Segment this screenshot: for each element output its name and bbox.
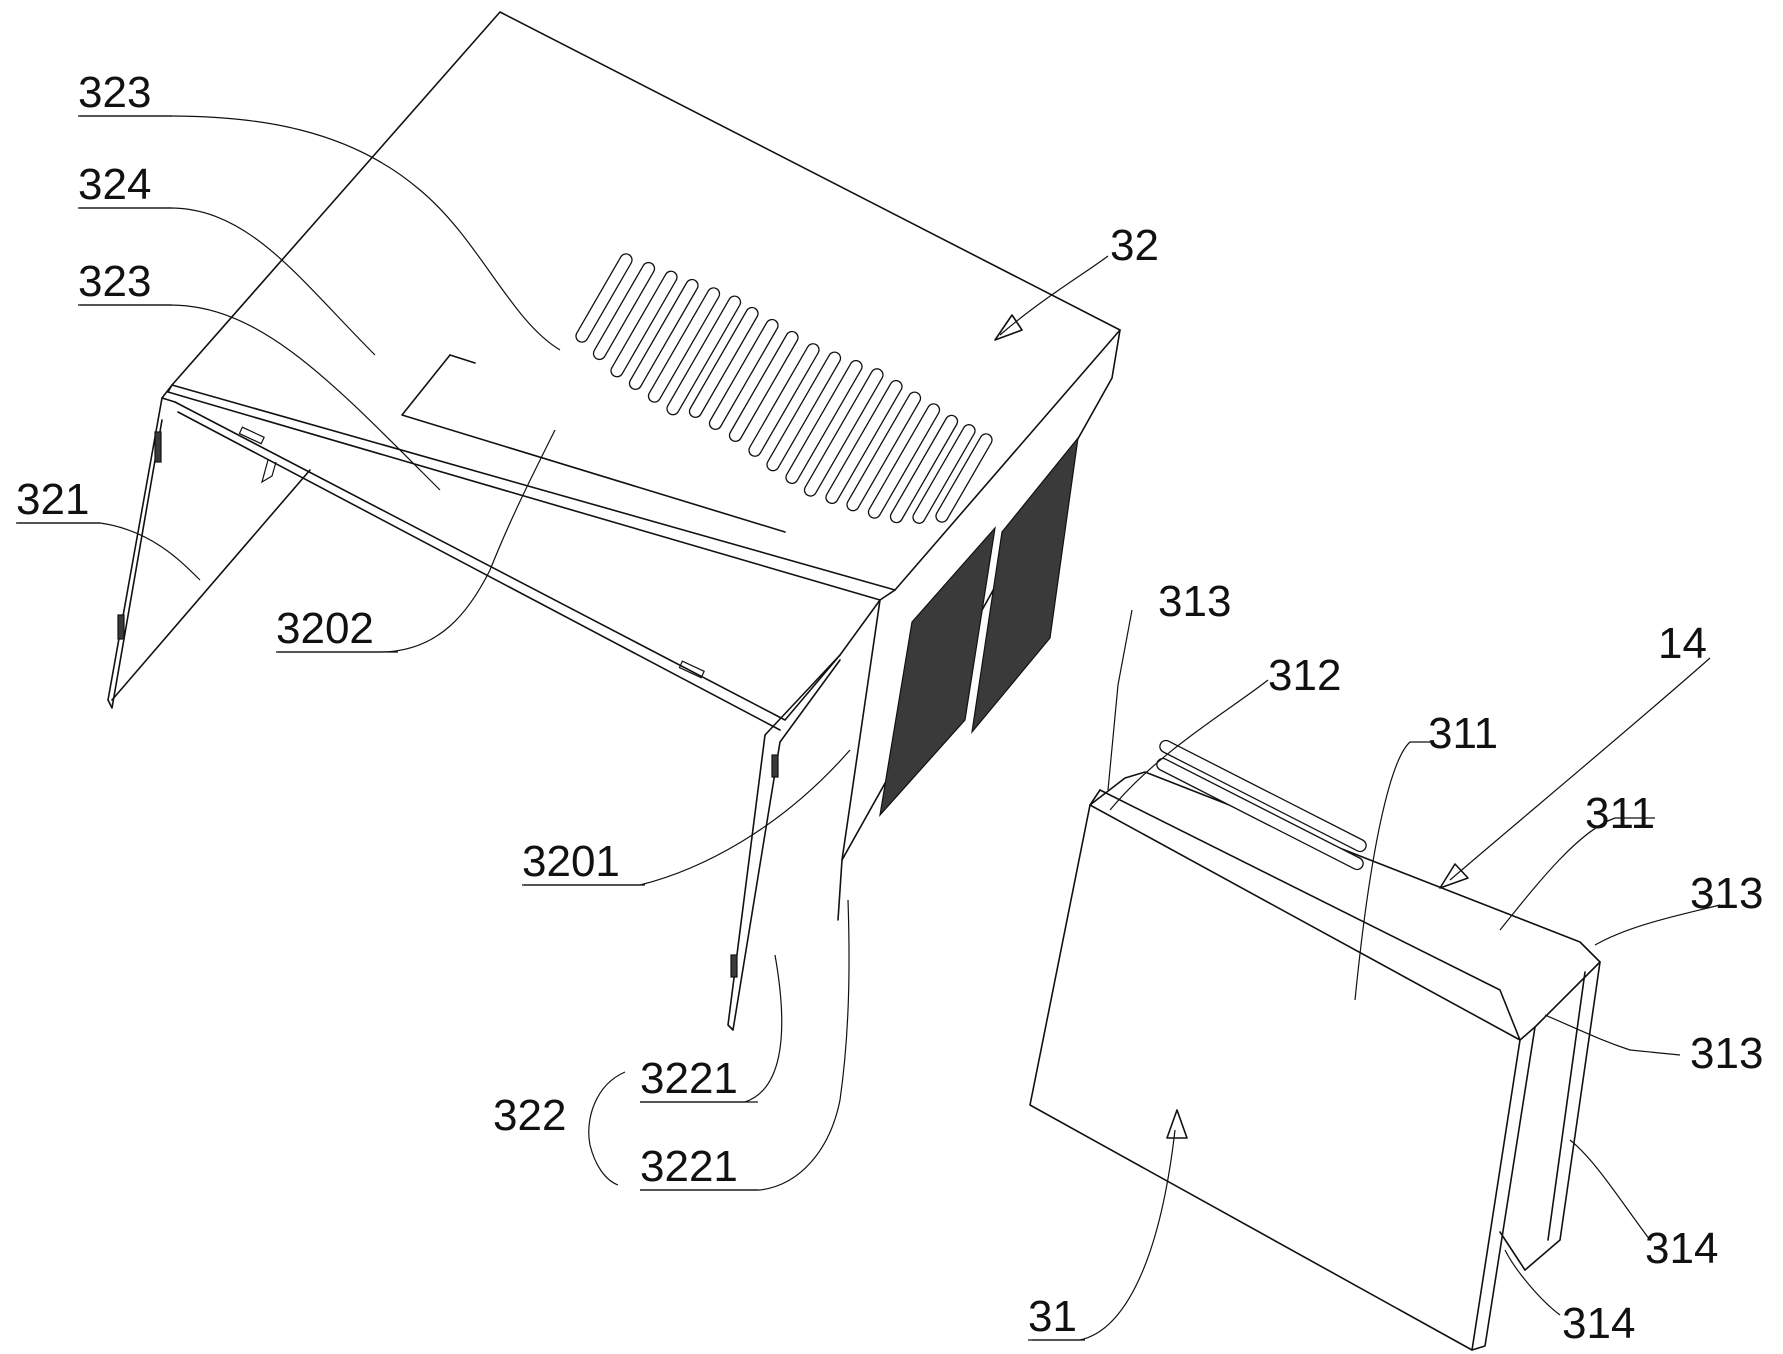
- label-321: 321: [16, 475, 89, 524]
- label-14: 14: [1658, 619, 1707, 668]
- label-32: 32: [1110, 221, 1159, 270]
- label-313-right-top: 313: [1690, 869, 1763, 918]
- label-31: 31: [1028, 1292, 1077, 1341]
- label-324: 324: [78, 160, 151, 209]
- label-3202: 3202: [276, 604, 374, 653]
- label-3221-upper: 3221: [640, 1054, 738, 1103]
- cover-31: [1029, 739, 1601, 1351]
- label-323-top: 323: [78, 68, 151, 117]
- label-311-right: 311: [1585, 789, 1655, 838]
- housing-32: [107, 11, 1121, 1031]
- label-313-top-left: 313: [1158, 577, 1231, 626]
- top-vent-slots: [575, 253, 993, 524]
- label-323-middle: 323: [78, 257, 151, 306]
- label-311-center: 311: [1428, 709, 1498, 758]
- side-grille: [879, 435, 1079, 817]
- label-312: 312: [1268, 651, 1341, 700]
- label-322: 322: [493, 1091, 566, 1140]
- label-314-bottom: 314: [1562, 1299, 1635, 1348]
- label-3221-lower: 3221: [640, 1142, 738, 1191]
- label-3201: 3201: [522, 837, 620, 886]
- label-underlines: [16, 115, 1085, 1341]
- label-313-right-lower: 313: [1690, 1029, 1763, 1078]
- label-314-right: 314: [1645, 1224, 1718, 1273]
- reference-labels: 323 324 323 321 3202 32 3201 322 3221 32…: [16, 68, 1763, 1348]
- leader-lines: [18, 115, 1721, 1341]
